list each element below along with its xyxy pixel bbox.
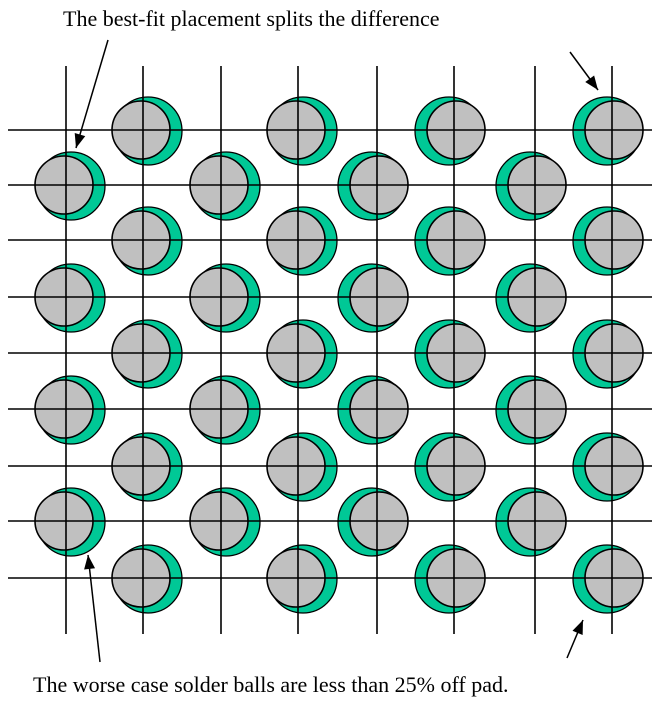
arrow-worst-case-left-head — [84, 555, 96, 570]
arrow-worst-case-right-head — [572, 620, 583, 636]
grid-lines — [8, 66, 652, 634]
arrow-worst-case-left-shaft — [87, 554, 101, 663]
callout-arrows — [74, 39, 599, 663]
solder-ball-array — [34, 96, 644, 614]
arrow-best-fit-left-shaft — [75, 39, 109, 149]
arrow-best-fit-right-head — [585, 75, 598, 90]
bottom-caption: The worse case solder balls are less tha… — [33, 672, 509, 697]
arrow-best-fit-left-head — [74, 133, 86, 148]
top-caption: The best-fit placement splits the differ… — [63, 6, 440, 31]
